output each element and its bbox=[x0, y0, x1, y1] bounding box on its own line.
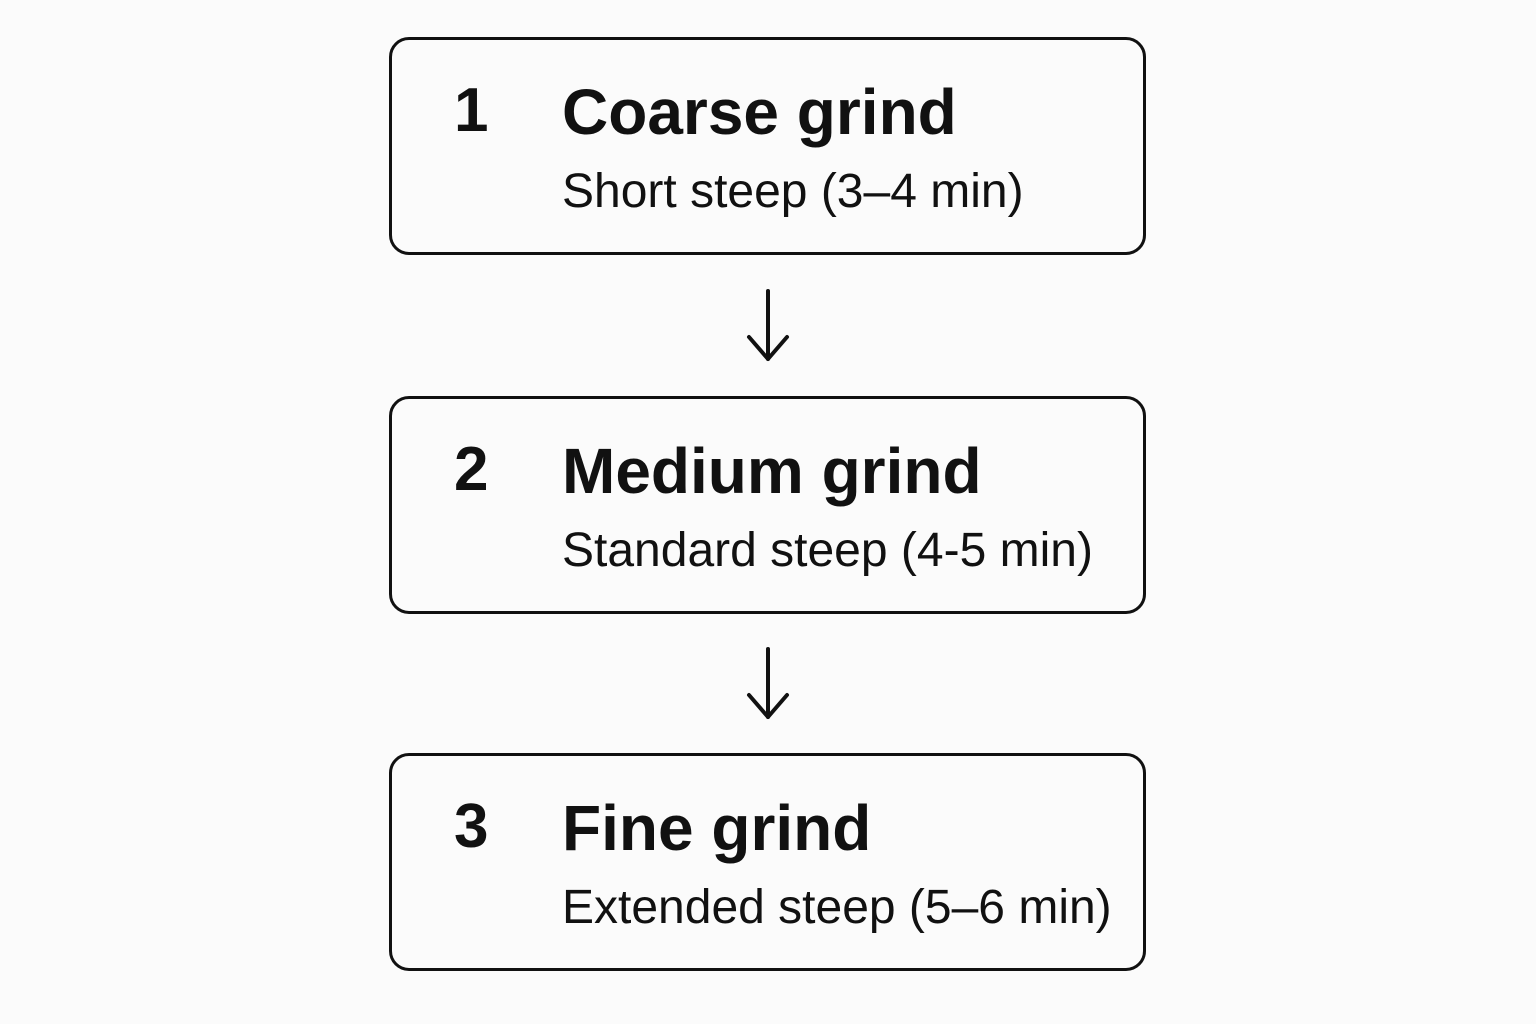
step-subtitle: Standard steep (4-5 min) bbox=[562, 524, 1093, 577]
step-subtitle: Short steep (3–4 min) bbox=[562, 165, 1024, 218]
step-title: Fine grind bbox=[562, 792, 872, 864]
step-title: Medium grind bbox=[562, 435, 982, 507]
step-card-coarse: 1 Coarse grind Short steep (3–4 min) bbox=[389, 37, 1146, 255]
step-subtitle: Extended steep (5–6 min) bbox=[562, 881, 1112, 934]
arrow-down-icon bbox=[747, 289, 789, 361]
step-title: Coarse grind bbox=[562, 76, 957, 148]
step-number: 2 bbox=[454, 435, 489, 504]
step-number: 1 bbox=[454, 76, 489, 145]
arrow-down-icon bbox=[747, 647, 789, 719]
step-number: 3 bbox=[454, 792, 489, 861]
step-card-medium: 2 Medium grind Standard steep (4-5 min) bbox=[389, 396, 1146, 614]
step-card-fine: 3 Fine grind Extended steep (5–6 min) bbox=[389, 753, 1146, 971]
